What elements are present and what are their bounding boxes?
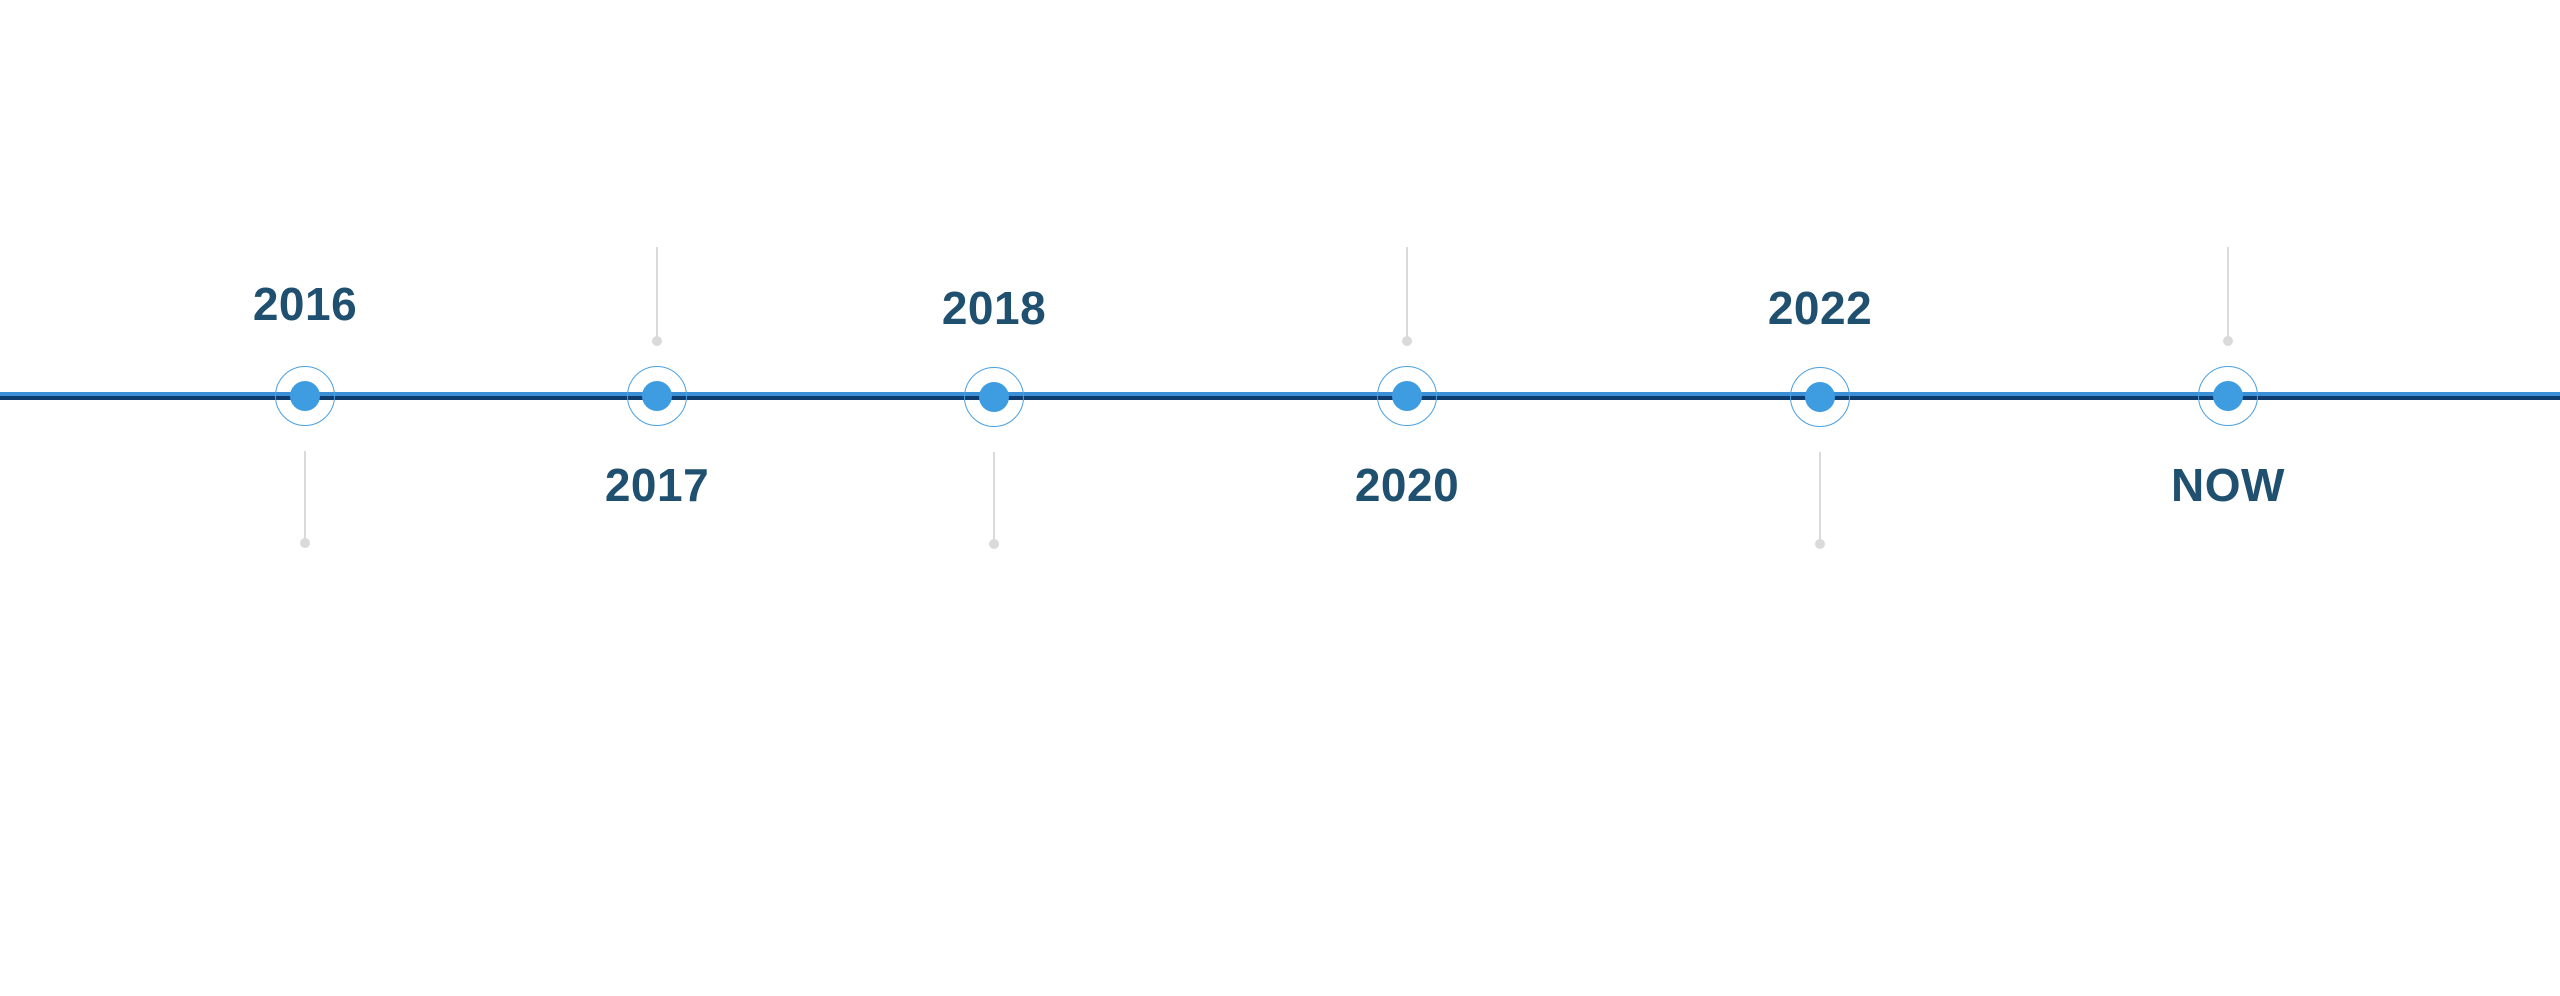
connector-line [656,247,658,341]
connector-line [304,451,306,543]
milestone-dot[interactable] [979,382,1009,412]
milestone-label: 2022 [1767,282,1873,334]
milestone-ring [964,367,1024,427]
milestone-dot[interactable] [642,381,672,411]
connector-end-dot [300,538,310,548]
milestone-label: 2016 [252,278,358,330]
timeline-axis-shadow [0,396,2560,400]
milestone-ring [627,366,687,426]
connector-line [1819,452,1821,544]
connector-end-dot [989,539,999,549]
connector-end-dot [1815,539,1825,549]
connector-line [993,452,995,544]
connector-end-dot [652,336,662,346]
connector-end-dot [1402,336,1412,346]
connector-line [2227,247,2229,341]
connector-line [1406,247,1408,341]
milestone-label: 2020 [1354,459,1460,511]
milestone-dot[interactable] [290,381,320,411]
milestone-label: 2018 [941,282,1047,334]
milestone-ring [2198,366,2258,426]
milestone-label: NOW [2171,459,2285,511]
milestone-dot[interactable] [1392,381,1422,411]
milestone-dot[interactable] [1805,382,1835,412]
milestone-dot[interactable] [2213,381,2243,411]
milestone-ring [1377,366,1437,426]
timeline-axis-highlight [0,392,2560,396]
milestone-label: 2017 [604,459,710,511]
milestone-ring [275,366,335,426]
milestone-ring [1790,367,1850,427]
connector-end-dot [2223,336,2233,346]
timeline-axis [0,392,2560,400]
